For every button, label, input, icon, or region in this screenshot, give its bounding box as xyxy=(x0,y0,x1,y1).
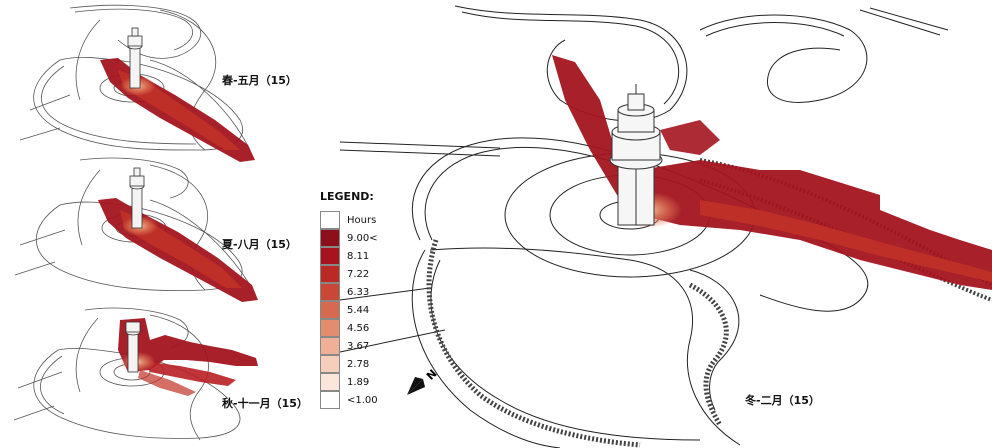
road-line xyxy=(75,19,101,101)
road-line xyxy=(13,371,63,421)
legend-swatch xyxy=(320,301,340,319)
shadow-region xyxy=(660,120,720,155)
road-line xyxy=(77,169,101,246)
legend-value: 1.89 xyxy=(347,376,370,388)
legend-item: 6.33 xyxy=(320,283,400,301)
road-line xyxy=(19,94,71,141)
road-line xyxy=(411,249,561,448)
tower-icon xyxy=(127,27,143,89)
legend-swatch xyxy=(320,265,340,283)
winter-label: 冬-二月（15） xyxy=(745,394,820,407)
leader-line xyxy=(339,287,446,353)
legend: LEGEND: Hours 9.00< 8.11 7.22 6.33 5.44 4.56 3… xyxy=(320,190,400,409)
shadow-region xyxy=(138,370,196,396)
site-boundary xyxy=(424,146,639,241)
legend-swatch xyxy=(320,211,340,229)
legend-item: 1.89 xyxy=(320,373,400,391)
legend-item: 2.78 xyxy=(320,355,400,373)
north-arrow-icon: N xyxy=(407,367,440,395)
road-line xyxy=(79,157,189,199)
road-band xyxy=(688,282,729,427)
legend-value: 4.56 xyxy=(347,322,370,334)
legend-swatch xyxy=(320,229,340,247)
legend-scale: Hours 9.00< 8.11 7.22 6.33 5.44 4.56 3.67 2.78 1… xyxy=(320,211,400,409)
road-band xyxy=(426,239,641,448)
legend-swatch xyxy=(320,283,340,301)
road-line xyxy=(74,8,194,51)
north-label: N xyxy=(424,367,440,383)
legend-swatch xyxy=(320,391,340,409)
site-boundary xyxy=(41,65,197,145)
legend-value: 8.11 xyxy=(347,250,370,262)
road-line xyxy=(705,22,845,37)
shadow-region xyxy=(552,55,992,290)
legend-value: <1.00 xyxy=(347,394,378,406)
legend-item: <1.00 xyxy=(320,391,400,409)
legend-value: 6.33 xyxy=(347,286,370,298)
spring-label: 春-五月（15） xyxy=(222,74,297,87)
road-line xyxy=(454,5,688,122)
legend-unit-row: Hours xyxy=(320,211,400,229)
road-line xyxy=(14,229,66,276)
road-line xyxy=(859,7,949,36)
legend-swatch xyxy=(320,247,340,265)
legend-item: 8.11 xyxy=(320,247,400,265)
legend-item: 3.67 xyxy=(320,337,400,355)
legend-swatch xyxy=(320,337,340,355)
legend-item: 9.00< xyxy=(320,229,400,247)
legend-value: 9.00< xyxy=(347,232,378,244)
road-line xyxy=(689,269,740,411)
legend-title: LEGEND: xyxy=(320,190,374,203)
legend-item: 5.44 xyxy=(320,301,400,319)
legend-item: 4.56 xyxy=(320,319,400,337)
road-line xyxy=(69,4,202,59)
legend-unit: Hours xyxy=(347,214,377,226)
legend-value: 3.67 xyxy=(347,340,370,352)
road-line xyxy=(461,11,680,105)
legend-swatch xyxy=(320,373,340,391)
legend-value: 5.44 xyxy=(347,304,370,316)
shadow-region xyxy=(700,200,992,282)
road-line xyxy=(430,259,701,441)
shadow-region xyxy=(150,362,236,386)
road-line xyxy=(699,14,868,103)
road-line xyxy=(149,59,251,151)
legend-value: 7.22 xyxy=(347,268,370,280)
legend-swatch xyxy=(320,319,340,337)
road-line xyxy=(429,247,741,446)
summer-label: 夏-八月（15） xyxy=(222,238,297,251)
site-boundary xyxy=(40,355,65,415)
legend-value: 2.78 xyxy=(347,358,370,370)
road-line xyxy=(75,317,99,393)
legend-swatch xyxy=(320,355,340,373)
tower-icon xyxy=(125,321,141,373)
legend-item: 7.22 xyxy=(320,265,400,283)
autumn-label: 秋-十一月（15） xyxy=(222,397,308,410)
tower-icon xyxy=(609,84,663,226)
tower-icon xyxy=(129,167,145,229)
